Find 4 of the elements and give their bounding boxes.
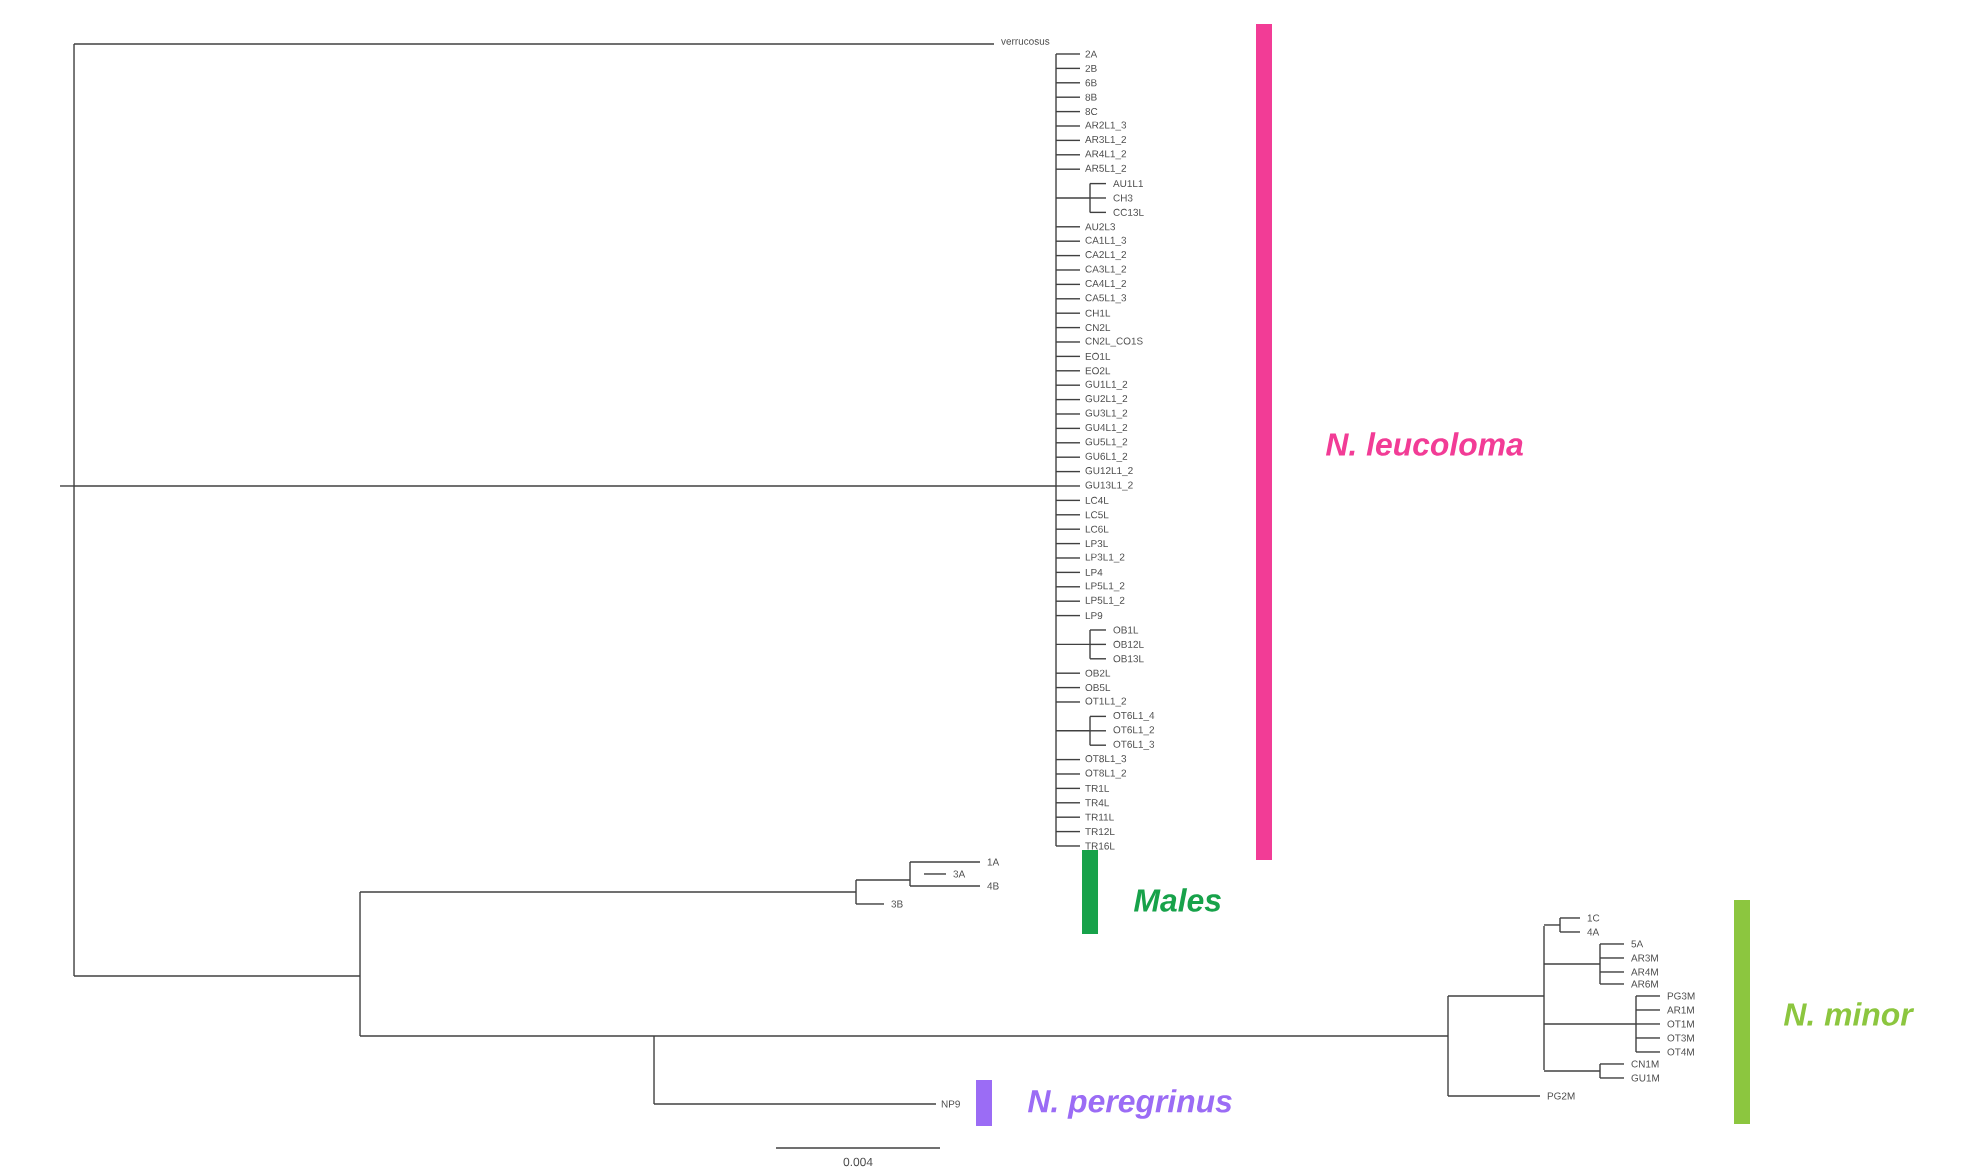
clade-label: N. leucoloma [1325, 432, 1523, 456]
clade-label: N. minor [1783, 1002, 1915, 1026]
clade-label: N. peregrinus [1027, 1089, 1232, 1119]
clade-label: Males [1133, 888, 1221, 912]
